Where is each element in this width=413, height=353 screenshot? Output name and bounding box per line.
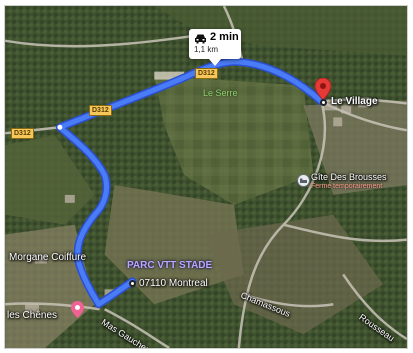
destination-label[interactable]: Le Village	[331, 96, 378, 107]
origin-dot[interactable]	[129, 280, 136, 287]
place-label-gite[interactable]: Gîte Des Brousses	[311, 172, 387, 182]
satellite-imagery	[5, 6, 407, 348]
place-status-gite: Fermé temporairement	[311, 183, 383, 190]
place-label-parc-vtt[interactable]: PARC VTT STADE	[127, 260, 213, 271]
destination-pin-icon[interactable]	[315, 78, 331, 100]
place-label-les-chenes[interactable]: les Chênes	[7, 310, 58, 321]
route-distance: 1,1 km	[194, 45, 219, 54]
car-icon	[195, 34, 206, 44]
destination-dot	[320, 99, 327, 106]
beauty-pin-icon[interactable]	[71, 301, 84, 318]
road-shield-d312: D312	[89, 105, 112, 116]
road-shield-d312: D312	[195, 68, 218, 79]
map-view[interactable]: 2 min 1,1 km D312 D312 D312 Le Village L…	[4, 5, 408, 349]
route-info-popup[interactable]: 2 min 1,1 km	[189, 29, 241, 66]
road-shield-d312: D312	[11, 128, 34, 139]
origin-label[interactable]: 07110 Montreal	[139, 278, 208, 289]
lodging-icon[interactable]	[297, 174, 310, 187]
route-time: 2 min	[210, 31, 239, 43]
place-label-morgane-coiffure[interactable]: Morgane Coiffure	[9, 252, 87, 263]
place-label-le-serre[interactable]: Le Serre	[203, 88, 238, 98]
